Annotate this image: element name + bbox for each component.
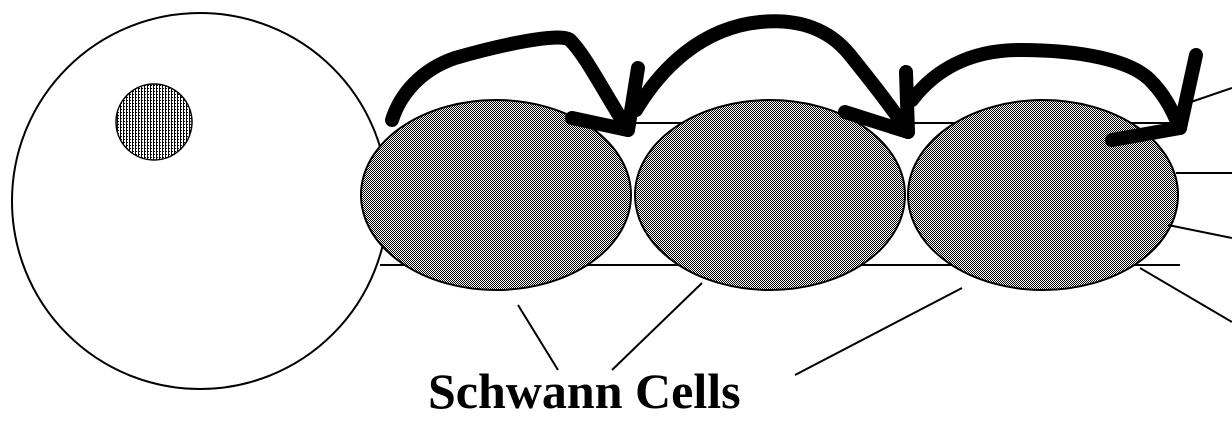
leader-line-schwann-1	[518, 305, 558, 370]
leader-line-schwann-3	[795, 288, 962, 375]
cell-body	[12, 13, 388, 389]
schwann-cell-2	[635, 100, 905, 290]
schwann-cells-label: Schwann Cells	[428, 366, 741, 416]
leader-line-right-3	[1168, 225, 1232, 238]
nucleus	[116, 84, 192, 160]
leader-line-right-4	[1140, 268, 1232, 322]
leader-line-schwann-2	[612, 283, 702, 370]
